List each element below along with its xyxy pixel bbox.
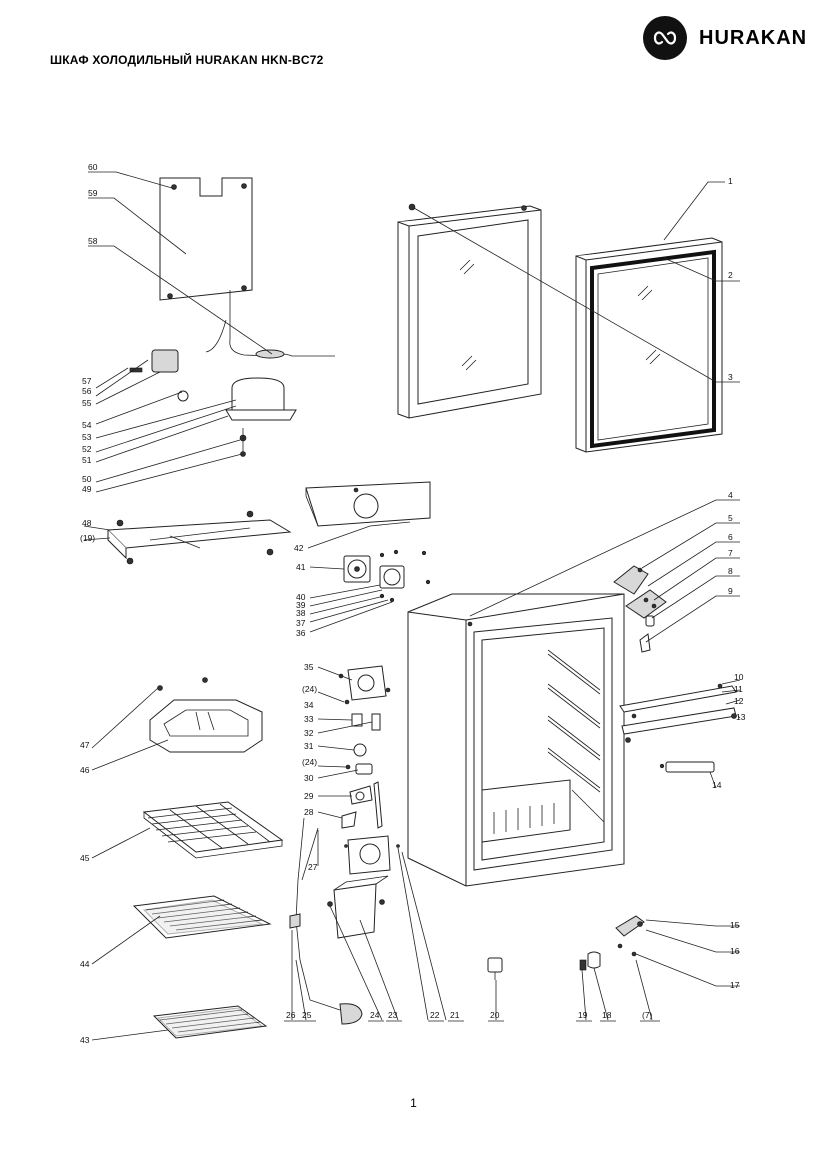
callout-label: 25	[302, 1010, 312, 1020]
callout-label: 8	[728, 566, 733, 576]
callout-label: 36	[296, 628, 306, 638]
top-cover	[305, 481, 431, 527]
callout-label: 54	[82, 420, 92, 430]
callout-label: 11	[734, 684, 743, 694]
callout-label: 34	[304, 700, 314, 710]
callout-label: 39	[296, 600, 306, 610]
callout-label: 3	[728, 372, 733, 382]
feet-and-bolts	[487, 951, 601, 980]
callout-label: 5	[728, 513, 733, 523]
callout-label: 17	[730, 980, 740, 990]
callout-label: 45	[80, 853, 90, 863]
callout-label: 44	[80, 959, 90, 969]
callout-label: 31	[304, 741, 314, 751]
callout-label: 37	[296, 618, 306, 628]
callout-label: 38	[296, 608, 306, 618]
door-front-glass	[575, 237, 723, 453]
callout-label: 50	[82, 474, 92, 484]
door-frame-back	[397, 203, 542, 419]
callout-label: (24)	[302, 757, 317, 767]
wire-shelf	[142, 801, 284, 859]
callout-label: 53	[82, 432, 92, 442]
callout-labels-center: 42 41 40 39 38 37 36 35 (24) 34 33 32 31…	[294, 543, 318, 872]
callout-label: 58	[88, 236, 98, 246]
callout-label: 52	[82, 444, 92, 454]
callout-label: 57	[82, 376, 92, 386]
callout-label: 60	[88, 162, 98, 172]
callout-label: 41	[296, 562, 306, 572]
callout-label: 47	[80, 740, 90, 750]
callout-label: 42	[294, 543, 304, 553]
hinge-parts	[613, 565, 667, 653]
callout-label: 4	[728, 490, 733, 500]
callout-label: 48	[82, 518, 92, 528]
callout-label: 18	[602, 1010, 612, 1020]
callout-label: 22	[430, 1010, 440, 1020]
brand-name: HURAKAN	[699, 26, 808, 49]
grid-shelf-bottom	[152, 1005, 268, 1039]
callout-label: 15	[730, 920, 740, 930]
callout-label: 23	[388, 1010, 398, 1020]
callout-label: 43	[80, 1035, 90, 1045]
callout-label: 21	[450, 1010, 460, 1020]
callout-label: 27	[308, 862, 318, 872]
callout-label: 29	[304, 791, 314, 801]
page-number: 1	[410, 1096, 417, 1110]
callout-label: 32	[304, 728, 314, 738]
callout-label: 14	[712, 780, 722, 790]
callout-label: 46	[80, 765, 90, 775]
callout-label: 51	[82, 455, 92, 465]
bottom-hinge	[615, 915, 645, 957]
grid-shelf-middle	[132, 895, 272, 939]
callout-label: (7)	[642, 1010, 653, 1020]
callout-labels-bottom: 26 25 24 23 22 21 20 19 18 (7)	[286, 1010, 653, 1020]
callout-label: 2	[728, 270, 733, 280]
base-bracket	[106, 510, 292, 565]
callout-label: 1	[728, 176, 733, 186]
drip-tray	[149, 677, 263, 753]
fan-assembly	[343, 549, 431, 603]
callout-label: 13	[736, 712, 746, 722]
callout-label: 10	[734, 672, 744, 682]
callout-label: 49	[82, 484, 92, 494]
callout-labels-right: 1 2 3 4 5 6 7 8 9 10 11 12 13 14 15 16 1…	[712, 176, 746, 990]
callout-label: 19	[578, 1010, 588, 1020]
callout-label: 6	[728, 532, 733, 542]
callout-label: 9	[728, 586, 733, 596]
cabinet-body	[407, 593, 625, 887]
callout-label: 33	[304, 714, 314, 724]
callout-label: 56	[82, 386, 92, 396]
callout-labels-left: 60 59 58 57 56 55 54 53 52 51 50 49 48 (…	[80, 162, 98, 1045]
callout-label: 7	[728, 548, 733, 558]
side-rail	[619, 683, 737, 773]
hurakan-logo-icon	[643, 16, 687, 60]
callout-label: 30	[304, 773, 314, 783]
brand-logo: HURAKAN	[643, 16, 807, 60]
compressor-assembly	[129, 349, 297, 457]
callout-label: 12	[734, 696, 744, 706]
callout-label: 28	[304, 807, 314, 817]
control-components	[289, 665, 400, 1025]
callout-label: 35	[304, 662, 314, 672]
leader-lines	[83, 171, 741, 1041]
callout-label: 26	[286, 1010, 296, 1020]
callout-label: 40	[296, 592, 306, 602]
callout-label: 55	[82, 398, 92, 408]
document-title: ШКАФ ХОЛОДИЛЬНЫЙ HURAKAN HKN-BC72	[50, 53, 324, 67]
callout-label: 24	[370, 1010, 380, 1020]
callout-label: 59	[88, 188, 98, 198]
callout-label: 20	[490, 1010, 500, 1020]
callout-label: 16	[730, 946, 740, 956]
callout-label: (24)	[302, 684, 317, 694]
back-panel	[159, 177, 335, 359]
callout-label: (19)	[80, 533, 95, 543]
